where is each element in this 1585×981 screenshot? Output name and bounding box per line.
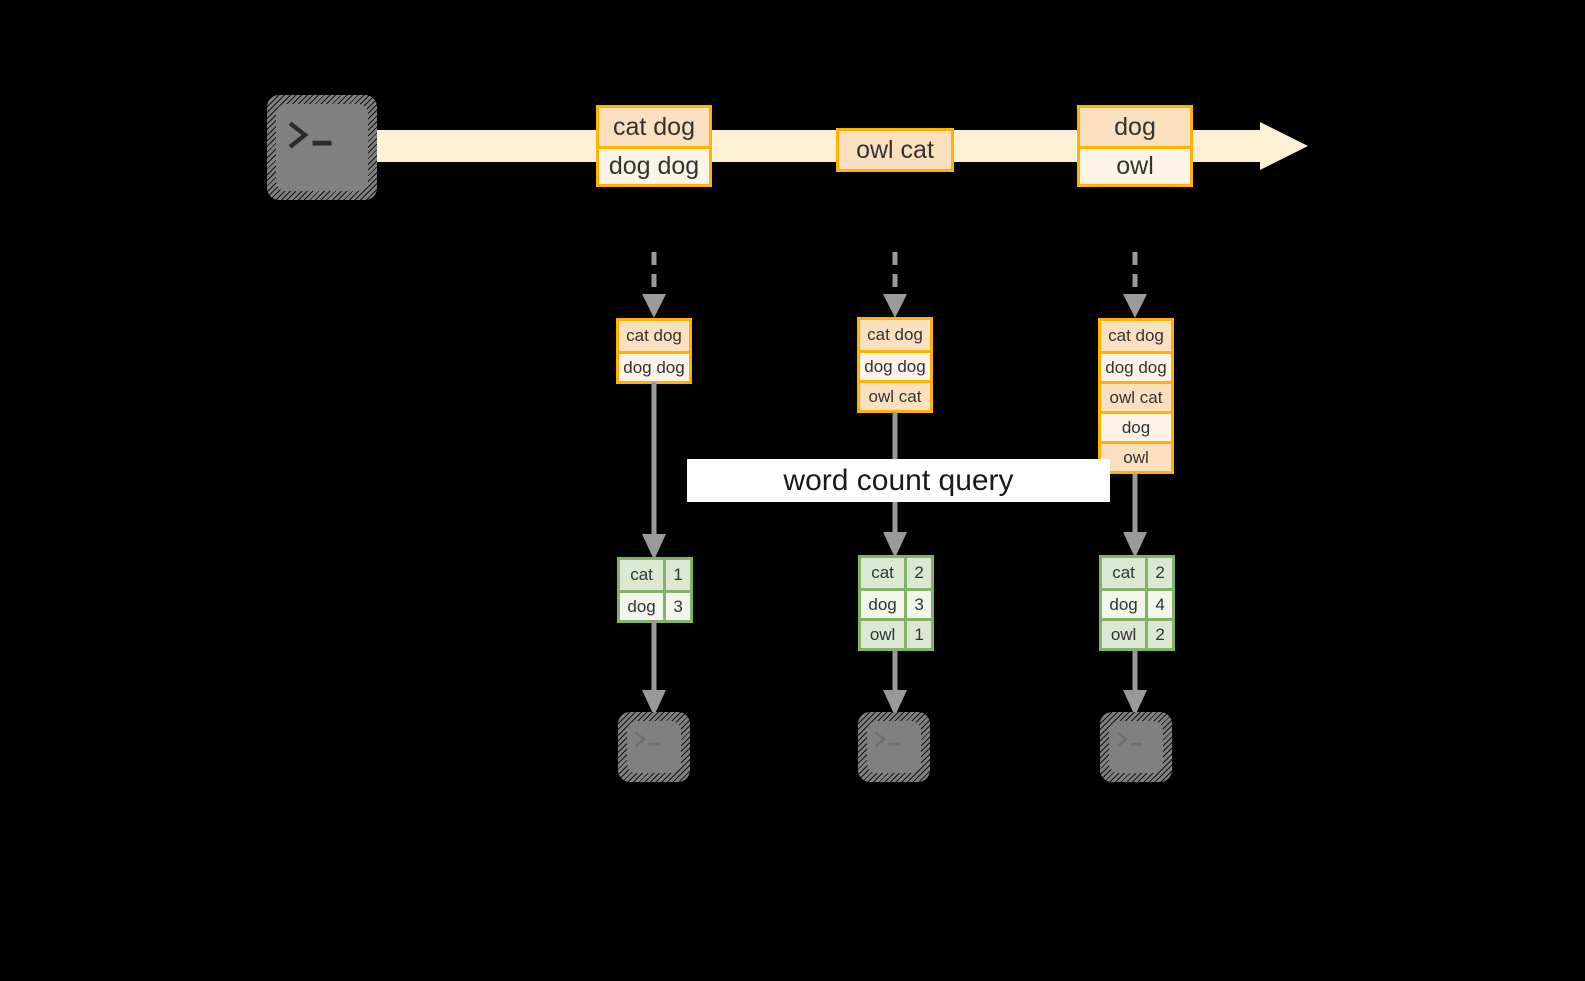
input-row: cat dog (1101, 321, 1171, 351)
result-row: dog 3 (620, 590, 690, 620)
stream-event-row: dog (1080, 108, 1190, 146)
snapshot-1-input-table[interactable]: cat dog dog dog (616, 318, 692, 384)
input-row: dog dog (619, 351, 689, 381)
terminal-prompt-glyph (288, 121, 332, 149)
result-value: 1 (663, 560, 690, 590)
result-value: 2 (1145, 558, 1172, 588)
query-label: word count query (783, 463, 1014, 497)
result-row: cat 2 (861, 558, 931, 588)
result-row: cat 2 (1102, 558, 1172, 588)
snapshot-3-result-table[interactable]: cat 2 dog 4 owl 2 (1099, 555, 1175, 651)
sink-connector-snapshot-2 (883, 650, 907, 716)
terminal-screen (276, 104, 368, 191)
result-value: 2 (1145, 621, 1172, 648)
stream-event-row: cat dog (599, 108, 709, 146)
terminal-prompt-glyph (874, 731, 900, 748)
query-label-band: word count query (687, 459, 1110, 502)
source-terminal-icon[interactable] (267, 95, 377, 200)
result-key: owl (861, 621, 905, 648)
input-row: dog (1101, 411, 1171, 441)
dashed-connector-snapshot-1 (642, 252, 666, 318)
query-connector-snapshot-3 (1123, 474, 1147, 558)
snapshot-1-result-table[interactable]: cat 1 dog 3 (617, 557, 693, 623)
result-value: 3 (663, 593, 690, 620)
stream-event-group-3[interactable]: dog owl (1077, 105, 1193, 187)
snapshot-2-sink-terminal-icon[interactable] (858, 712, 930, 782)
result-value: 4 (1145, 591, 1172, 618)
result-key: cat (1102, 558, 1146, 588)
result-key: dog (1102, 591, 1146, 618)
terminal-screen (1109, 721, 1163, 773)
stream-event-row: owl cat (839, 131, 951, 169)
input-row: owl cat (860, 380, 930, 410)
result-key: owl (1102, 621, 1146, 648)
result-row: cat 1 (620, 560, 690, 590)
snapshot-2-result-table[interactable]: cat 2 dog 3 owl 1 (858, 555, 934, 651)
terminal-prompt-glyph (1116, 731, 1142, 748)
dashed-connector-snapshot-3 (1123, 252, 1147, 318)
snapshot-3-sink-terminal-icon[interactable] (1100, 712, 1172, 782)
result-value: 3 (904, 591, 931, 618)
terminal-screen (867, 721, 921, 773)
terminal-prompt-glyph (634, 731, 660, 748)
input-row: dog dog (1101, 351, 1171, 381)
result-key: dog (620, 593, 664, 620)
input-row: owl cat (1101, 381, 1171, 411)
snapshot-3-input-table[interactable]: cat dog dog dog owl cat dog owl (1098, 318, 1174, 474)
input-row: cat dog (619, 321, 689, 351)
result-value: 1 (904, 621, 931, 648)
query-connector-snapshot-1 (642, 382, 666, 560)
result-key: cat (861, 558, 905, 588)
stream-event-row: dog dog (599, 146, 709, 184)
sink-connector-snapshot-1 (642, 620, 666, 716)
result-row: owl 1 (861, 618, 931, 648)
stream-event-group-2[interactable]: owl cat (836, 128, 954, 172)
input-row: dog dog (860, 350, 930, 380)
result-key: dog (861, 591, 905, 618)
sink-connector-snapshot-3 (1123, 650, 1147, 716)
result-value: 2 (904, 558, 931, 588)
stream-event-group-1[interactable]: cat dog dog dog (596, 105, 712, 187)
terminal-screen (627, 721, 681, 773)
dashed-connector-snapshot-2 (883, 252, 907, 318)
input-row: owl (1101, 441, 1171, 471)
result-row: dog 4 (1102, 588, 1172, 618)
result-row: owl 2 (1102, 618, 1172, 648)
result-key: cat (620, 560, 664, 590)
input-row: cat dog (860, 320, 930, 350)
stream-event-row: owl (1080, 146, 1190, 184)
snapshot-1-sink-terminal-icon[interactable] (618, 712, 690, 782)
snapshot-2-input-table[interactable]: cat dog dog dog owl cat (857, 317, 933, 413)
result-row: dog 3 (861, 588, 931, 618)
